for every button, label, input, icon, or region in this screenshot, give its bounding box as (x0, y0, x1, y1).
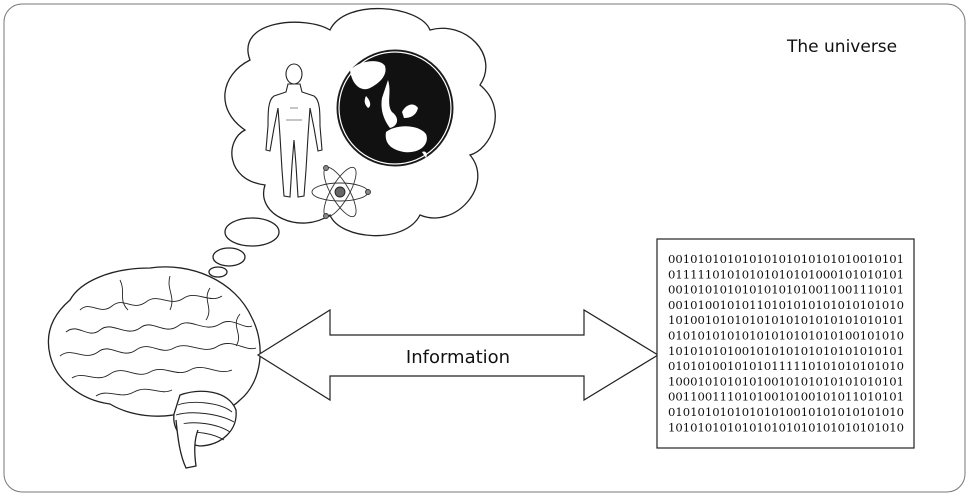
thought-bubble-medium (212, 247, 246, 267)
atom-icon (311, 165, 371, 219)
brain-icon (47, 266, 261, 469)
binary-line: 01010101010101010010101010101010 (668, 406, 904, 419)
binary-line: 00101001010110101010101010101010 (668, 299, 904, 312)
universe-frame (3, 3, 966, 493)
binary-line: 00110011101010010100101011010101 (668, 391, 904, 404)
binary-line: 00101010101010101010011001110101 (668, 284, 904, 297)
information-label: Information (406, 347, 510, 368)
human-figure (265, 63, 323, 198)
binary-lines: 00101010101010101010101010010101 01111101… (668, 253, 904, 434)
binary-line: 10101010100101010101010101010101 (668, 345, 904, 358)
binary-box (656, 238, 915, 449)
earth-globe (336, 49, 454, 167)
thought-bubble-small (208, 266, 228, 278)
binary-line: 00101010101010101010101010010101 (668, 253, 904, 266)
universe-label: The universe (786, 37, 897, 57)
thought-bubble-large (224, 217, 280, 247)
binary-line: 01010101010101010101010100101010 (668, 330, 904, 343)
binary-line: 10101010101010101010101010101010 (668, 421, 904, 434)
binary-line: 01010100101010111110101010101010 (668, 360, 904, 373)
binary-line: 10100101010101010101010101010101 (668, 314, 904, 327)
binary-line: 01111101010101010101000101010101 (668, 268, 904, 281)
binary-line: 10001010101010010101010101010101 (668, 375, 904, 388)
